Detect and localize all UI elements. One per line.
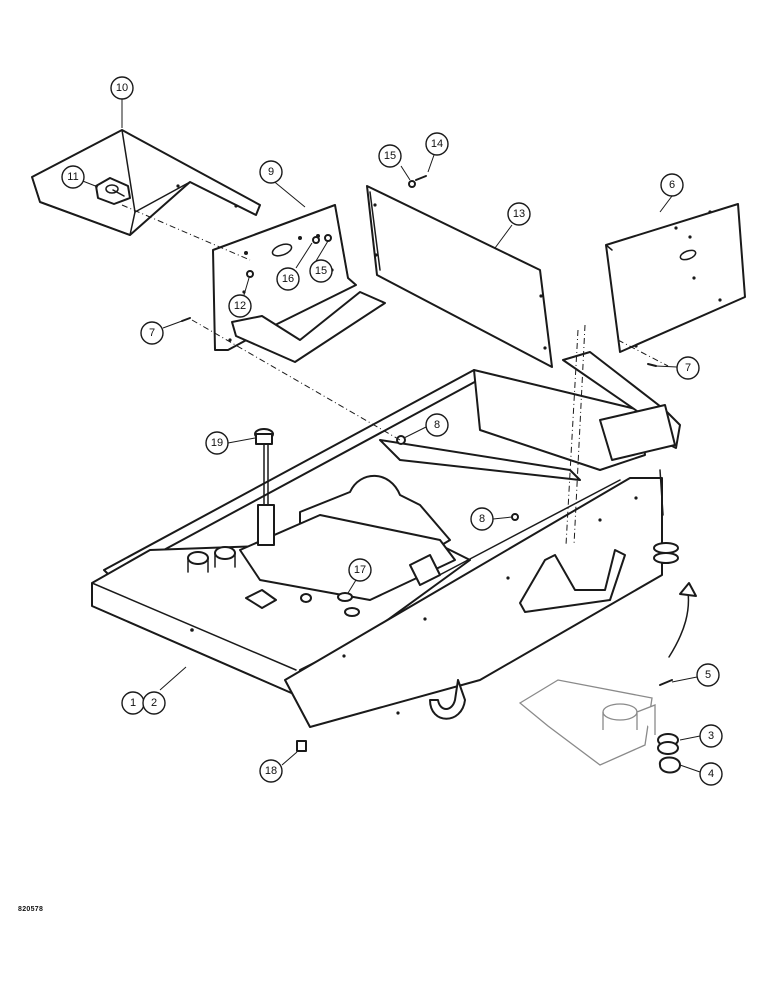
callout-15-upper: 15 [378, 144, 402, 168]
leader-lines [74, 99, 701, 773]
pivot-detail [518, 582, 697, 774]
callout-19: 19 [205, 431, 229, 455]
callout-15-lower: 15 [309, 259, 333, 283]
callout-3: 3 [699, 724, 723, 748]
svg-text:7: 7 [149, 327, 155, 339]
callout-10: 10 [110, 76, 134, 100]
svg-text:1: 1 [130, 697, 136, 709]
main-frame-part-1-2 [91, 351, 681, 728]
rear-panel-part-13 [366, 185, 553, 368]
svg-text:10: 10 [116, 82, 128, 94]
svg-text:15: 15 [315, 265, 327, 277]
callout-12: 12 [228, 294, 252, 318]
callout-4: 4 [699, 762, 723, 786]
svg-text:14: 14 [431, 138, 443, 150]
svg-text:7: 7 [685, 362, 691, 374]
svg-text:5: 5 [705, 669, 711, 681]
callout-2: 2 [142, 691, 166, 715]
plug-part-18 [296, 740, 307, 752]
callout-18: 18 [259, 759, 283, 783]
svg-text:4: 4 [708, 768, 714, 780]
callout-8-lower: 8 [470, 507, 494, 531]
fasteners [181, 175, 657, 521]
svg-text:2: 2 [151, 697, 157, 709]
svg-text:18: 18 [265, 765, 277, 777]
cover-plate-part-10 [31, 129, 261, 236]
fill-cap-part-19 [254, 428, 275, 546]
callout-7-right: 7 [676, 356, 700, 380]
key-lock-part-11 [95, 177, 131, 205]
callout-16: 16 [276, 267, 300, 291]
callout-17: 17 [348, 558, 372, 582]
side-panel-part-6 [605, 203, 746, 353]
callout-5: 5 [696, 663, 720, 687]
svg-text:8: 8 [479, 513, 485, 525]
svg-text:12: 12 [234, 300, 246, 312]
svg-text:15: 15 [384, 150, 396, 162]
svg-text:9: 9 [268, 166, 274, 178]
drawing-id-label: 820578 [18, 906, 44, 913]
callout-7-left: 7 [140, 321, 164, 345]
svg-text:3: 3 [708, 730, 714, 742]
assembly-lines [121, 204, 669, 546]
svg-text:17: 17 [354, 564, 366, 576]
callout-9: 9 [259, 160, 283, 184]
svg-text:11: 11 [67, 171, 78, 183]
callout-14: 14 [425, 132, 449, 156]
callout-11: 11 [61, 165, 85, 189]
callout-6: 6 [660, 173, 684, 197]
svg-text:8: 8 [434, 419, 440, 431]
callout-1: 1 [121, 691, 145, 715]
svg-text:6: 6 [669, 179, 675, 191]
svg-text:13: 13 [513, 208, 525, 220]
svg-text:19: 19 [211, 437, 223, 449]
side-panel-part-9 [212, 204, 386, 363]
callout-8-upper: 8 [425, 413, 449, 437]
svg-text:16: 16 [282, 273, 294, 285]
fitting-part-17 [300, 592, 360, 617]
callout-13: 13 [507, 202, 531, 226]
